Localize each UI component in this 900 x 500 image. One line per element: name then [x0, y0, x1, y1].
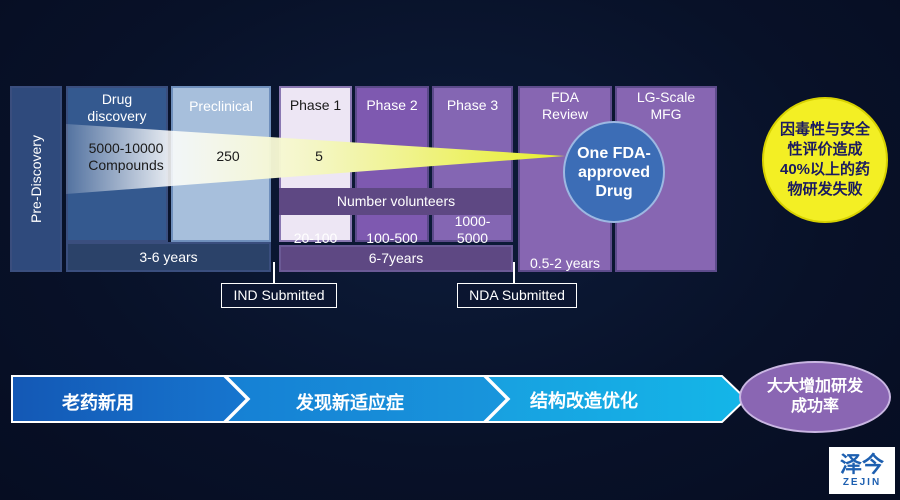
discovery-compounds: 5000-10000 Compounds: [88, 140, 164, 173]
strategy-new-indication: 发现新适应症: [296, 393, 404, 413]
logo-cn: 泽今: [839, 451, 884, 477]
phase1-volunteers: 20-100: [293, 230, 338, 246]
lg-scale-label: LG-Scale MFG: [636, 89, 696, 122]
number-volunteers-label: Number volunteers: [279, 188, 513, 215]
strategy-structure-optimization: 结构改造优化: [530, 391, 638, 411]
chevron-1: [11, 375, 249, 423]
fda-approved-drug-circle: One FDA-approved Drug: [563, 121, 665, 223]
fda-review-label: FDA Review: [542, 89, 588, 122]
phase2-volunteers: 100-500: [366, 230, 418, 246]
toxicity-failure-text: 因毒性与安全性评价造成40%以上的药物研发失败: [779, 121, 871, 198]
nda-connector: [513, 262, 515, 284]
toxicity-failure-note: 因毒性与安全性评价造成40%以上的药物研发失败: [762, 97, 888, 223]
ind-submitted-badge: IND Submitted: [221, 283, 337, 308]
phase2-box: Phase 2: [355, 86, 429, 242]
zejin-logo: 泽今 ZEJIN: [829, 447, 895, 494]
phase2-label: Phase 2: [366, 97, 418, 113]
duration-6-7-years: 6-7years: [279, 245, 513, 272]
chevron-2: [223, 375, 509, 423]
pre-discovery-box: Pre-Discovery: [10, 86, 62, 272]
preclinical-compounds: 250: [216, 148, 240, 164]
fda-approved-drug-label: One FDA-approved Drug: [577, 144, 651, 200]
phase1-label: Phase 1: [289, 97, 342, 113]
logo-en: ZEJIN: [842, 476, 882, 488]
chevron-3: [483, 375, 748, 423]
strategy-arrow: [11, 375, 748, 423]
phase3-volunteers: 1000- 5000: [454, 213, 491, 246]
success-rate-oval: 大大增加研发成功率: [739, 361, 891, 433]
nda-submitted-badge: NDA Submitted: [457, 283, 577, 308]
strategy-old-drug-new-use: 老药新用: [62, 393, 134, 413]
phase1-compounds: 5: [315, 148, 323, 164]
duration-3-6-years: 3-6 years: [66, 242, 271, 272]
success-rate-label: 大大增加研发成功率: [766, 378, 863, 415]
ind-connector: [273, 262, 275, 284]
duration-0-5-2-years: 0.5-2 years: [529, 255, 601, 271]
phase3-label: Phase 3: [446, 97, 499, 113]
drug-discovery-label: Drug discovery: [87, 91, 147, 124]
pre-discovery-label: Pre-Discovery: [28, 135, 44, 223]
preclinical-label: Preclinical: [189, 98, 253, 114]
